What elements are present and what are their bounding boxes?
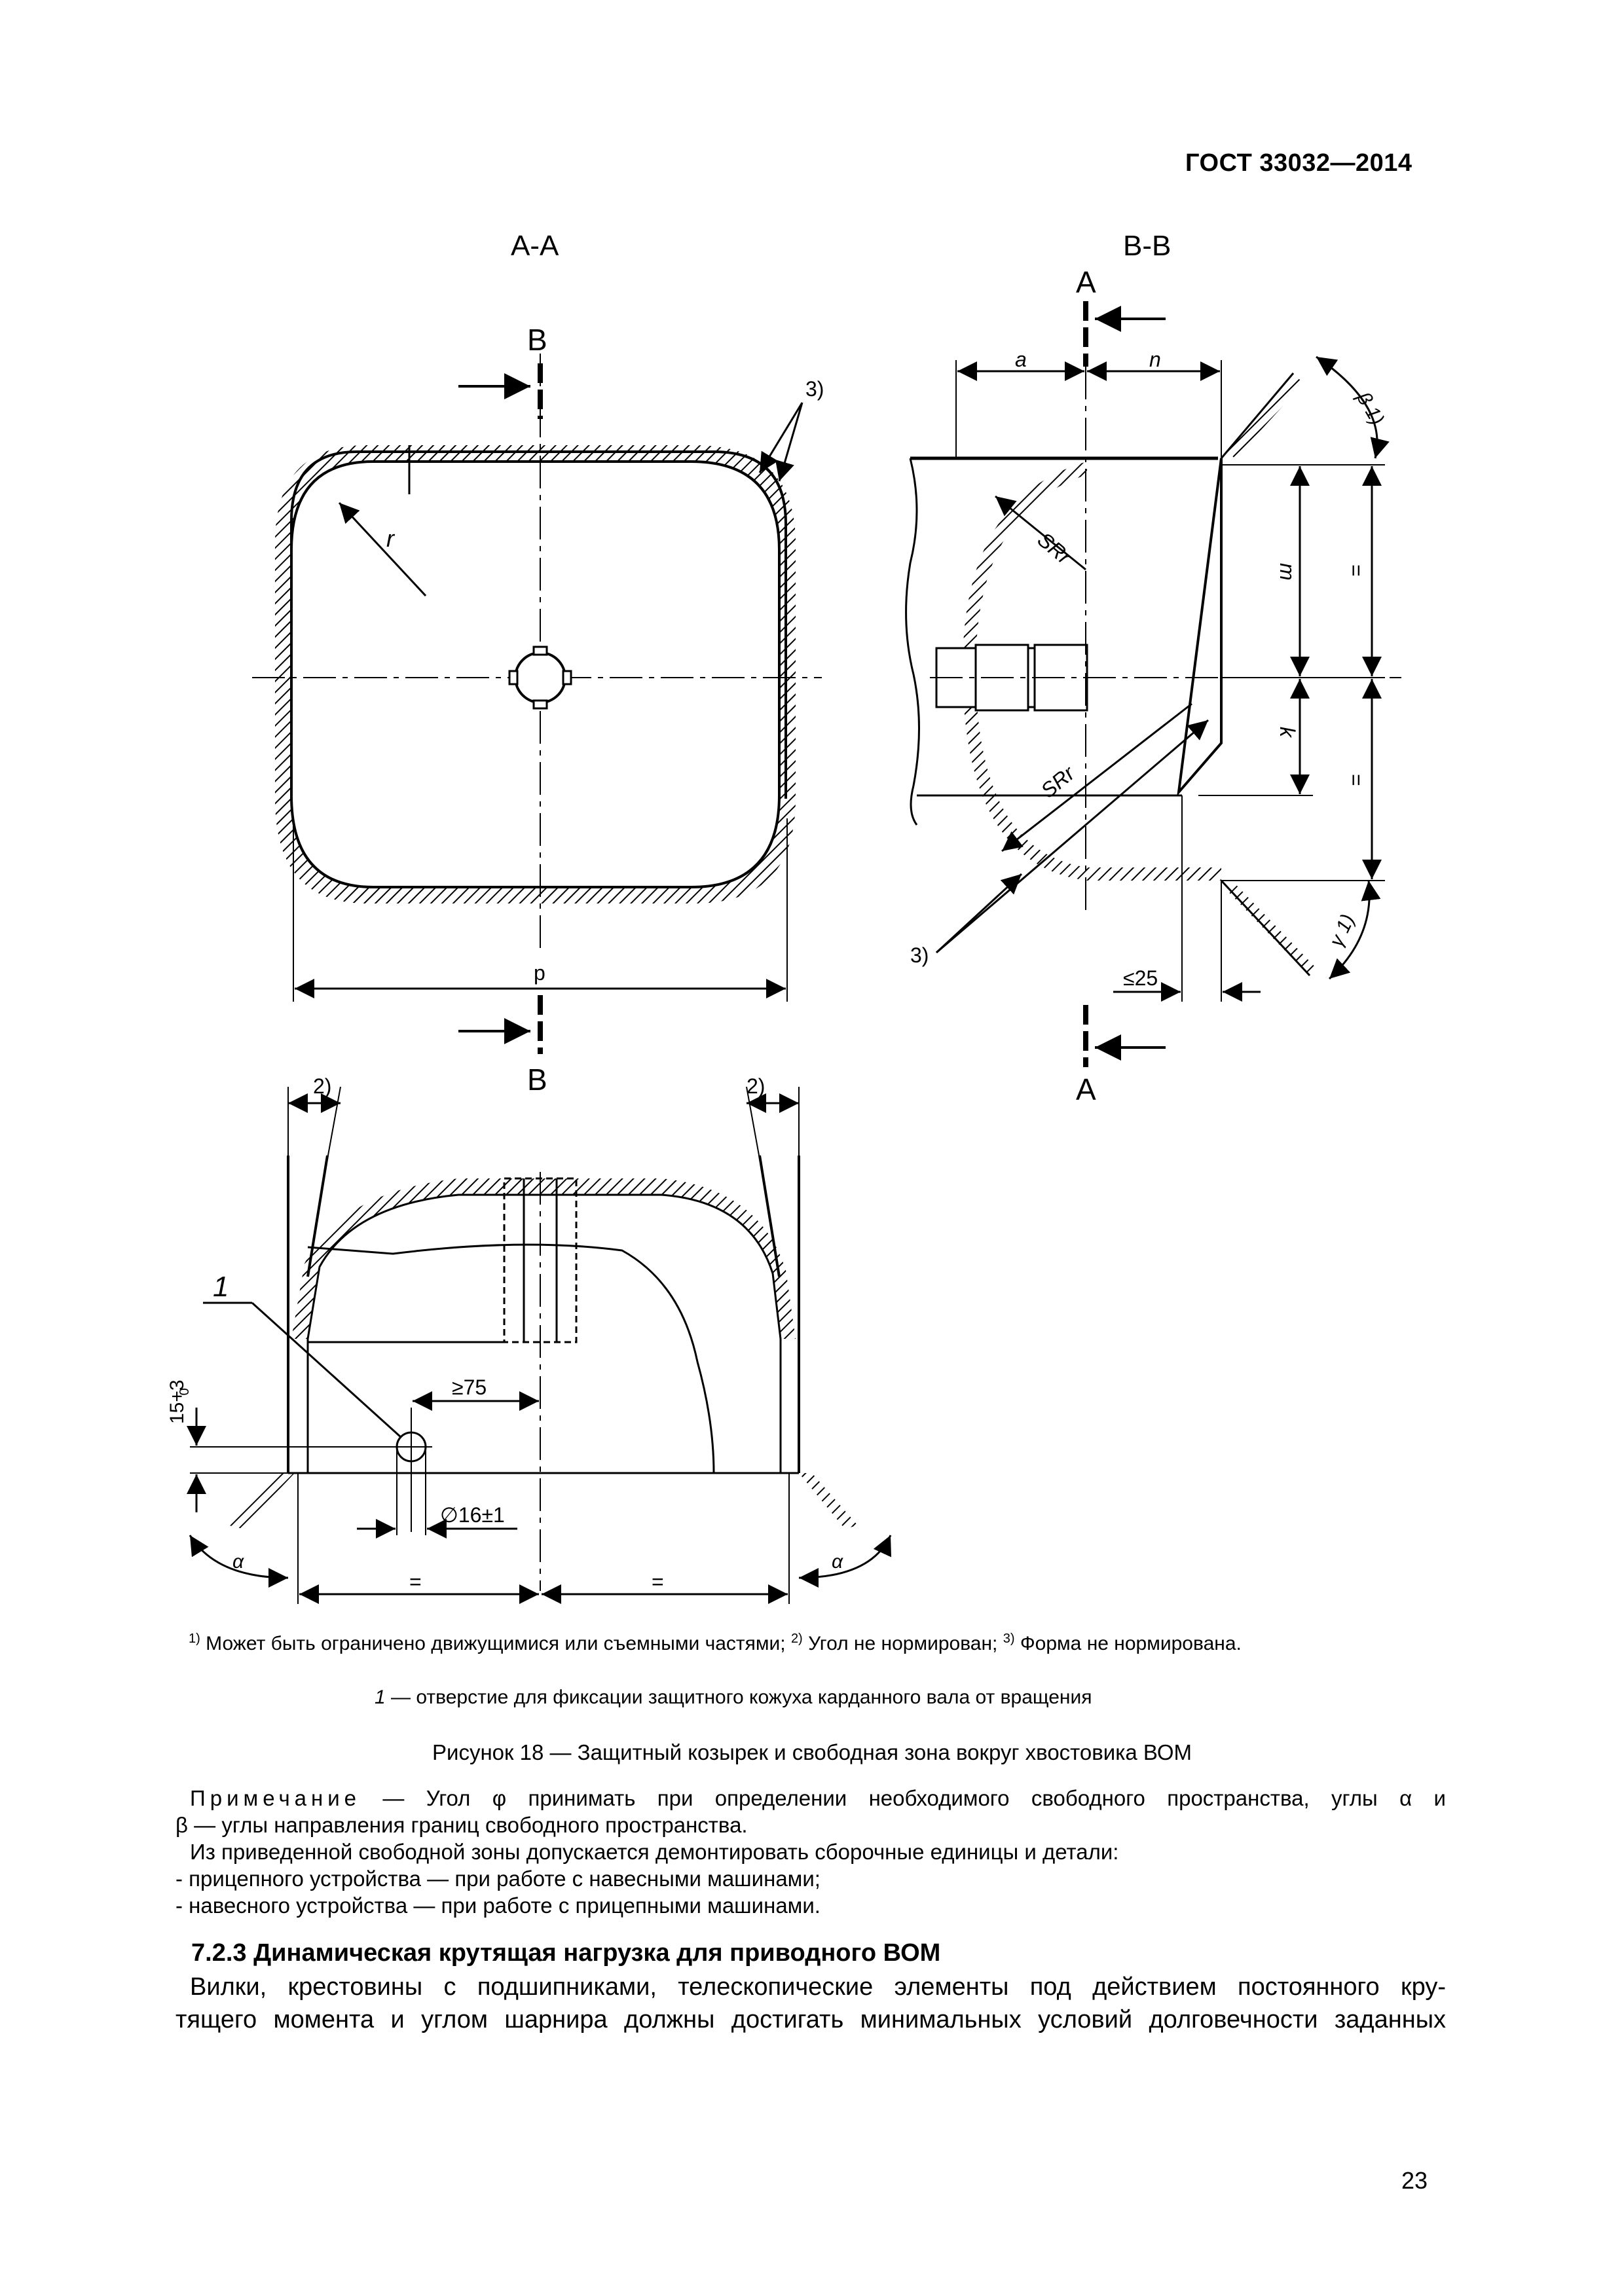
footnote-1-mark: 1) <box>189 1631 200 1646</box>
aa-shaft-splines <box>508 646 572 710</box>
bb-beta-hatch-line-2 <box>1227 376 1304 459</box>
bt-dim-eq-label-right: = <box>652 1570 664 1594</box>
view-aa-title: А-А <box>511 230 559 262</box>
bb-beta-arc <box>1316 355 1390 459</box>
footnote-2: Угол не нормирован; <box>802 1633 1003 1654</box>
bb-dim-k-label: k <box>1276 727 1299 738</box>
view-aa: А-А r 3) В В p <box>252 230 824 1097</box>
note-label: Примечание <box>190 1786 361 1810</box>
note-line-2: β — углы направления границ свободного п… <box>175 1813 748 1837</box>
bt-left-flap <box>287 1155 329 1473</box>
bb-section-a-bottom: А <box>1076 1072 1096 1106</box>
aa-note3-label: 3) <box>805 377 824 401</box>
note-line-3: Из приведенной свободной зоны допускаетс… <box>190 1840 1119 1864</box>
footnote-3-mark: 3) <box>1003 1631 1015 1646</box>
bb-dim-eq-label-2: = <box>1344 774 1368 786</box>
bt-dim-eq-label-left: = <box>409 1570 422 1594</box>
bt-dim-15-label: 15+30 <box>166 1379 192 1424</box>
bt-ground-hatch-right <box>799 1473 858 1529</box>
document-header: ГОСТ 33032—2014 <box>1185 149 1412 177</box>
technical-drawing: А-А r 3) В В p <box>166 230 1401 1604</box>
bt-dim-15-main: 15+3 <box>166 1379 188 1424</box>
bt-alpha-arc-right <box>798 1535 892 1588</box>
bb-gamma-arc <box>1328 880 1381 980</box>
page-number: 23 <box>1401 2167 1428 2194</box>
bb-dim-m-label: m <box>1276 563 1299 581</box>
bb-srr-leader-2 <box>1001 702 1192 852</box>
bb-dim-n-label: n <box>1149 348 1161 371</box>
aa-radius-label: r <box>386 525 396 552</box>
figure-caption: Рисунок 18 — Защитный козырек и свободна… <box>432 1740 1192 1764</box>
aa-note3-leader-2 <box>775 402 803 482</box>
bt-note2-right: 2) <box>747 1074 765 1098</box>
bb-beta-hatch-line <box>1220 373 1295 459</box>
bt-alpha-arc-left <box>189 1535 289 1588</box>
aa-outer-shield <box>290 450 787 799</box>
bt-right-flap-top-2 <box>746 1086 760 1159</box>
bt-item1-leader-2 <box>251 1302 402 1438</box>
bt-item1-label: 1 <box>213 1271 229 1303</box>
view-bb-title: В-В <box>1123 230 1171 262</box>
bt-dim-75-label: ≥75 <box>452 1376 487 1399</box>
bt-ground-hatch-left <box>229 1473 295 1529</box>
bt-dim-15-sub: 0 <box>177 1388 192 1395</box>
footnote-2-mark: 2) <box>790 1631 803 1646</box>
aa-radius-line <box>338 501 427 597</box>
bb-dim-a-label: a <box>1015 348 1027 371</box>
view-bb: В-В А А a n SRr SRr <box>905 230 1401 1106</box>
bb-gamma-hatch <box>1227 883 1317 976</box>
bt-inner-contour <box>306 1194 782 1473</box>
body-line-2: тящего момента и углом шарнира должны до… <box>175 2006 1446 2033</box>
aa-shaft <box>514 651 566 704</box>
bb-shaft <box>935 644 1088 712</box>
aa-inner-contour <box>290 460 781 888</box>
aa-dim-p-label: p <box>534 961 545 985</box>
aa-section-b-bottom: В <box>527 1063 547 1097</box>
bt-note2-left: 2) <box>313 1074 331 1098</box>
bb-dim-25-label: ≤25 <box>1123 966 1158 990</box>
bb-note3-leader-2 <box>935 873 1023 954</box>
bb-dim-eq-label-1: = <box>1344 564 1368 577</box>
section-body: Вилки, крестовины с подшипниками, телеск… <box>175 1971 1446 2036</box>
section-heading: 7.2.3 Динамическая крутящая нагрузка для… <box>191 1939 941 1967</box>
bt-alpha-right: α <box>832 1551 843 1573</box>
figure-note: Примечание — Угол φ принимать при опреде… <box>175 1785 1446 1919</box>
view-bottom: 2) 2) 1 ≥75 <box>166 1074 892 1604</box>
bt-profile <box>307 1243 715 1474</box>
figure-legend: 1 — отверстие для фиксации защитного кож… <box>375 1686 1092 1709</box>
bb-shield <box>1177 458 1223 797</box>
note-line-4: - прицепного устройства — при работе с н… <box>175 1867 821 1891</box>
bt-dia-label: ∅16±1 <box>440 1503 505 1527</box>
note-line-1: Примечание — Угол φ принимать при опреде… <box>175 1785 1446 1812</box>
bb-body-break <box>905 458 920 826</box>
aa-section-b-top: В <box>527 323 547 357</box>
figure-footnotes: 1) Может быть ограничено движущимися или… <box>189 1631 1433 1655</box>
note-line-5: - навесного устройства — при работе с пр… <box>175 1893 821 1918</box>
bb-srr-label-1: SRr <box>1033 528 1077 570</box>
bb-gamma-label: γ 1) <box>1325 911 1359 950</box>
bt-hatch-arch <box>291 1178 796 1339</box>
bt-left-flap-top-2 <box>327 1086 341 1159</box>
bb-section-a-top: А <box>1076 265 1096 299</box>
footnote-1: Может быть ограничено движущимися или съ… <box>200 1633 791 1654</box>
bb-srr-leader-1 <box>995 495 1086 571</box>
legend-text: — отверстие для фиксации защитного кожух… <box>385 1686 1092 1708</box>
bt-alpha-left: α <box>232 1551 244 1573</box>
body-line-1: Вилки, крестовины с подшипниками, телеск… <box>190 1973 1446 2001</box>
bb-note3-leader-1 <box>936 719 1209 954</box>
note-line-1-text: — Угол φ принимать при определении необх… <box>361 1786 1446 1810</box>
footnote-3: Форма не нормирована. <box>1014 1633 1242 1654</box>
bb-note3-label: 3) <box>910 943 929 967</box>
aa-note3-leader-1 <box>758 402 803 473</box>
legend-number: 1 <box>375 1686 386 1708</box>
bt-right-flap <box>758 1155 800 1473</box>
